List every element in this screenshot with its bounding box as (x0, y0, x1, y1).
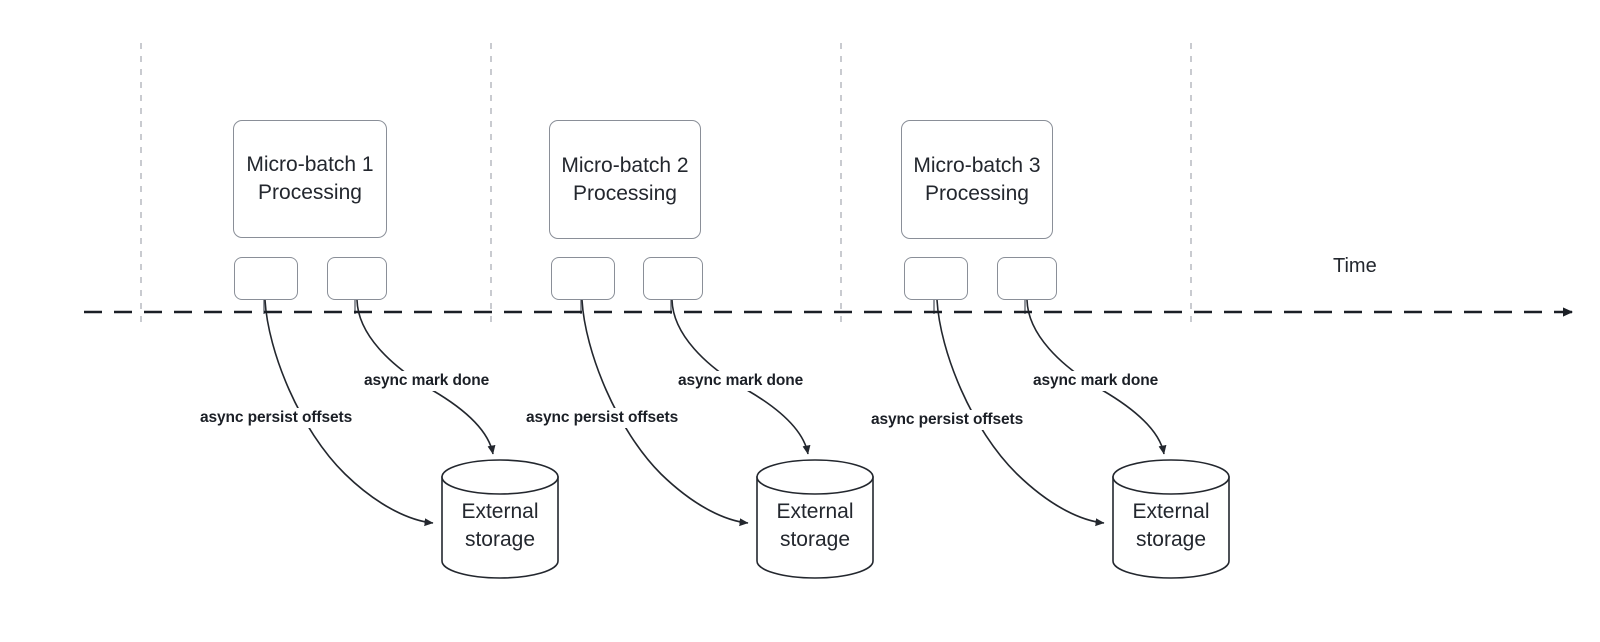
storage-cylinder-external-storage-2 (756, 459, 874, 579)
process-box-micro-batch-3[interactable]: Micro-batch 3 Processing (901, 120, 1053, 239)
edge-label-mark-done-2: async mark done (676, 371, 806, 391)
storage-cylinders (441, 459, 1230, 579)
task-box-task-2a[interactable] (551, 257, 615, 300)
process-box-micro-batch-1[interactable]: Micro-batch 1 Processing (233, 120, 387, 238)
cylinder-body (1112, 476, 1230, 579)
edge-curves (263, 299, 1167, 527)
edge-label-persist-offsets-3: async persist offsets (869, 410, 1026, 430)
edge-label-mark-done-1: async mark done (362, 371, 492, 391)
cylinder-body (756, 476, 874, 579)
time-axis-label: Time (1333, 255, 1377, 277)
task-box-task-2b[interactable] (643, 257, 703, 300)
process-box-micro-batch-2[interactable]: Micro-batch 2 Processing (549, 120, 701, 239)
edge-persist-offsets-3 (936, 299, 1105, 527)
task-box-task-1b[interactable] (327, 257, 387, 300)
edge-persist-offsets-2 (581, 299, 749, 527)
cylinder-top (441, 459, 559, 495)
cylinder-top (1112, 459, 1230, 495)
task-box-task-3b[interactable] (997, 257, 1057, 300)
cylinder-top (756, 459, 874, 495)
task-box-task-1a[interactable] (234, 257, 298, 300)
edge-persist-offsets-1 (264, 299, 434, 527)
edge-label-persist-offsets-2: async persist offsets (524, 408, 681, 428)
storage-cylinder-external-storage-3 (1112, 459, 1230, 579)
task-box-task-3a[interactable] (904, 257, 968, 300)
edge-label-mark-done-3: async mark done (1031, 371, 1161, 391)
storage-cylinder-external-storage-1 (441, 459, 559, 579)
cylinder-body (441, 476, 559, 579)
edge-label-persist-offsets-1: async persist offsets (198, 408, 355, 428)
